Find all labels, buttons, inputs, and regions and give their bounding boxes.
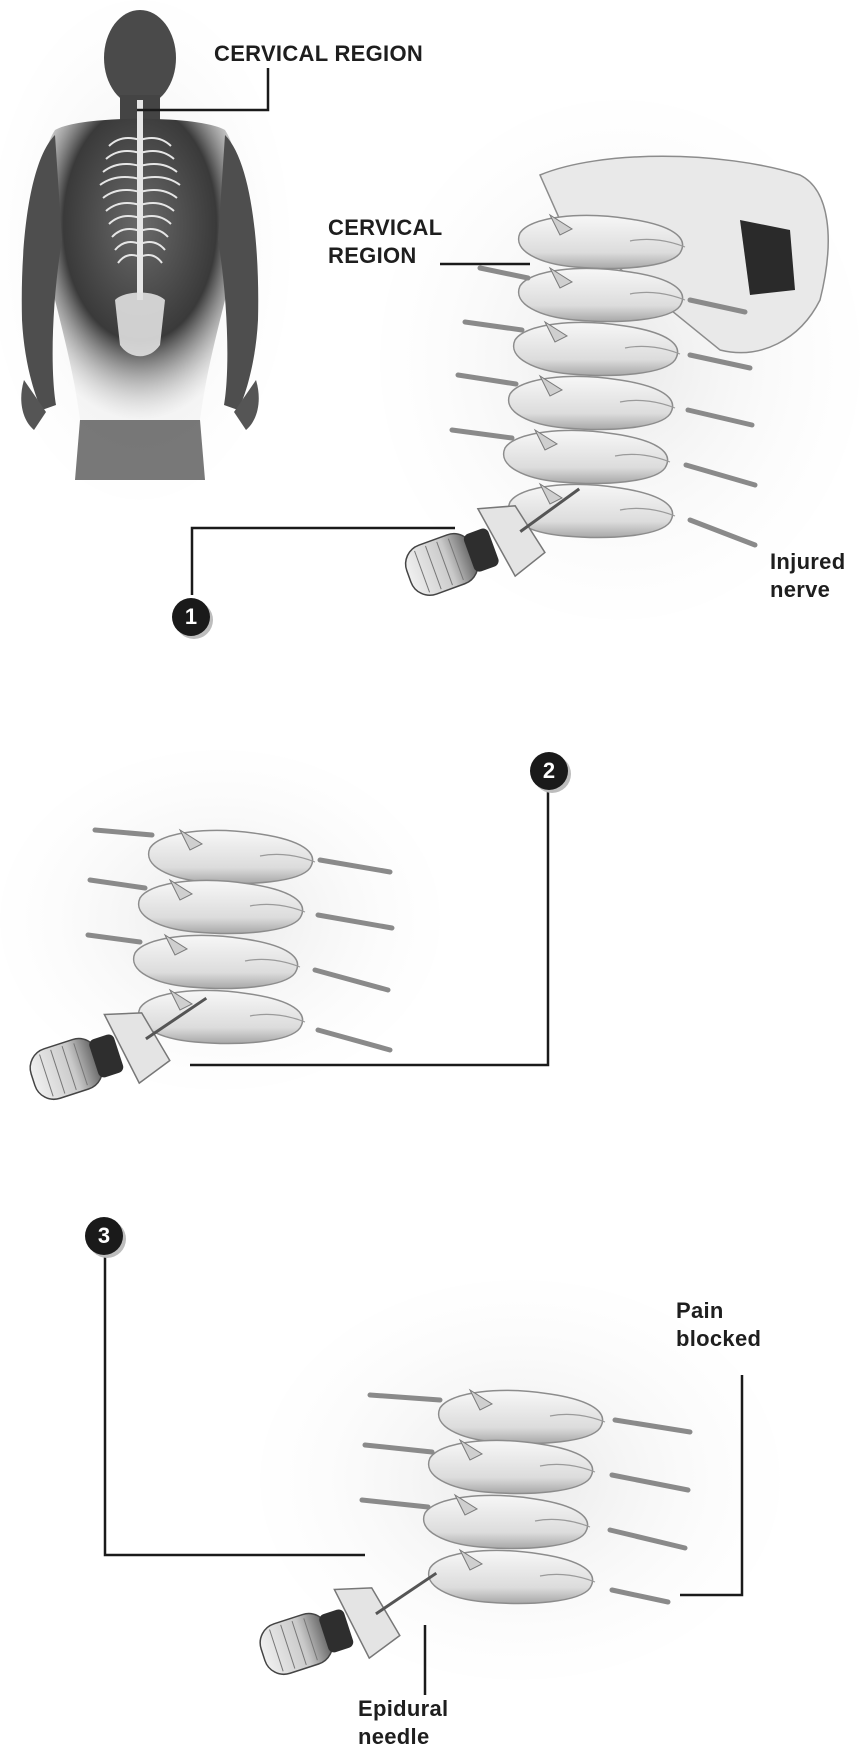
cervical-region-label-side: CERVICAL REGION xyxy=(328,214,442,270)
cervical-spine-illustration-2 xyxy=(0,750,440,1114)
pain-line1: Pain xyxy=(676,1297,761,1325)
needle-line2: needle xyxy=(358,1723,448,1751)
human-body-illustration xyxy=(0,0,290,500)
pain-line2: blocked xyxy=(676,1325,761,1353)
cervical-region-label-top: CERVICAL REGION xyxy=(214,40,423,68)
cervical-side-line1: CERVICAL xyxy=(328,214,442,242)
cervical-spine-illustration-1 xyxy=(380,100,860,620)
step-3-badge: 3 xyxy=(85,1217,123,1255)
step-2-badge: 2 xyxy=(530,752,568,790)
epidural-needle-label: Epidural needle xyxy=(358,1695,448,1751)
needle-line1: Epidural xyxy=(358,1695,448,1723)
injured-nerve-label: Injured nerve xyxy=(770,548,845,604)
cervical-side-line2: REGION xyxy=(328,242,442,270)
pain-blocked-label: Pain blocked xyxy=(676,1297,761,1353)
step-1-badge: 1 xyxy=(172,598,210,636)
injured-line1: Injured xyxy=(770,548,845,576)
injured-line2: nerve xyxy=(770,576,845,604)
